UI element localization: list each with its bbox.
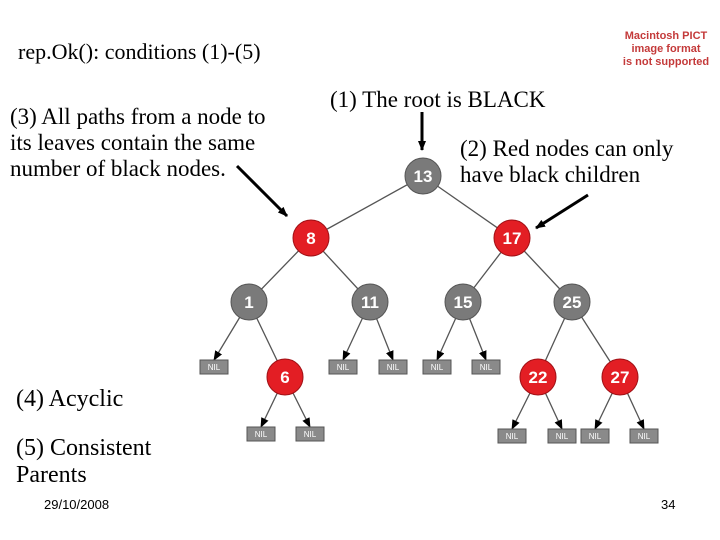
- pict-line-1: Macintosh PICT: [624, 30, 708, 42]
- nil-leaf: NIL: [580, 428, 610, 444]
- svg-text:NIL: NIL: [506, 432, 519, 441]
- svg-text:1: 1: [244, 293, 253, 312]
- nil-leaf: NIL: [422, 359, 452, 375]
- arrow-red-children: [535, 193, 589, 230]
- tree-node-17: 17: [493, 219, 531, 257]
- svg-text:NIL: NIL: [480, 363, 493, 372]
- pict-line-2: image format: [631, 43, 701, 56]
- svg-text:NIL: NIL: [556, 432, 569, 441]
- nil-leaf: NIL: [378, 359, 408, 375]
- edge-13-8: [310, 175, 424, 239]
- tree-nodes: 13 8 17 1 11 15 25 6 22 27: [230, 157, 639, 396]
- svg-text:NIL: NIL: [387, 363, 400, 372]
- svg-text:NIL: NIL: [638, 432, 651, 441]
- nil-leaf: NIL: [246, 426, 276, 442]
- svg-text:6: 6: [280, 368, 289, 387]
- tree-node-13: 13: [404, 157, 442, 195]
- slide-date: 29/10/2008: [44, 497, 110, 512]
- tree-node-8: 8: [292, 219, 330, 257]
- condition-5-text: (5) Consistent Parents: [16, 435, 152, 488]
- svg-text:NIL: NIL: [337, 363, 350, 372]
- nil-leaf: NIL: [295, 426, 325, 442]
- nil-leaf: NIL: [328, 359, 358, 375]
- svg-text:11: 11: [361, 293, 379, 312]
- nil-leaf: NIL: [471, 359, 501, 375]
- nil-leaf: NIL: [629, 428, 659, 444]
- svg-text:17: 17: [503, 229, 522, 248]
- svg-text:NIL: NIL: [589, 432, 602, 441]
- tree-node-1: 1: [230, 283, 268, 321]
- condition-1-text: (1) The root is BLACK: [330, 87, 546, 112]
- svg-text:22: 22: [529, 368, 548, 387]
- nil-leaf: NIL: [199, 359, 229, 375]
- svg-text:8: 8: [306, 229, 315, 248]
- nil-leaf: NIL: [497, 428, 527, 444]
- svg-text:25: 25: [563, 293, 582, 312]
- nil-leaf: NIL: [547, 428, 577, 444]
- condition-3-text: (3) All paths from a node to its leaves …: [10, 104, 266, 181]
- svg-text:15: 15: [454, 293, 473, 312]
- svg-text:NIL: NIL: [255, 430, 268, 439]
- tree-node-15: 15: [444, 283, 482, 321]
- tree-node-11: 11: [351, 283, 389, 321]
- tree-node-27: 27: [601, 358, 639, 396]
- pict-line-3: is not supported: [622, 56, 710, 69]
- pict-placeholder-notice: Macintosh PICT image format is not suppo…: [622, 30, 710, 70]
- svg-text:13: 13: [414, 167, 433, 186]
- svg-text:27: 27: [611, 368, 630, 387]
- condition-4-text: (4) Acyclic: [16, 386, 124, 412]
- svg-text:NIL: NIL: [208, 363, 221, 372]
- arrow-black-height: [235, 164, 289, 218]
- nil-leaves: NIL NIL NIL NIL NIL NIL NIL NIL NIL NIL …: [199, 359, 659, 444]
- svg-text:NIL: NIL: [304, 430, 317, 439]
- slide-page-number: 34: [661, 497, 676, 512]
- condition-2-text: (2) Red nodes can only have black childr…: [460, 136, 674, 187]
- tree-node-22: 22: [519, 358, 557, 396]
- slide-title: rep.Ok(): conditions (1)-(5): [18, 39, 261, 64]
- callout-arrows: [235, 112, 589, 230]
- tree-node-25: 25: [553, 283, 591, 321]
- svg-text:NIL: NIL: [431, 363, 444, 372]
- tree-node-6: 6: [266, 358, 304, 396]
